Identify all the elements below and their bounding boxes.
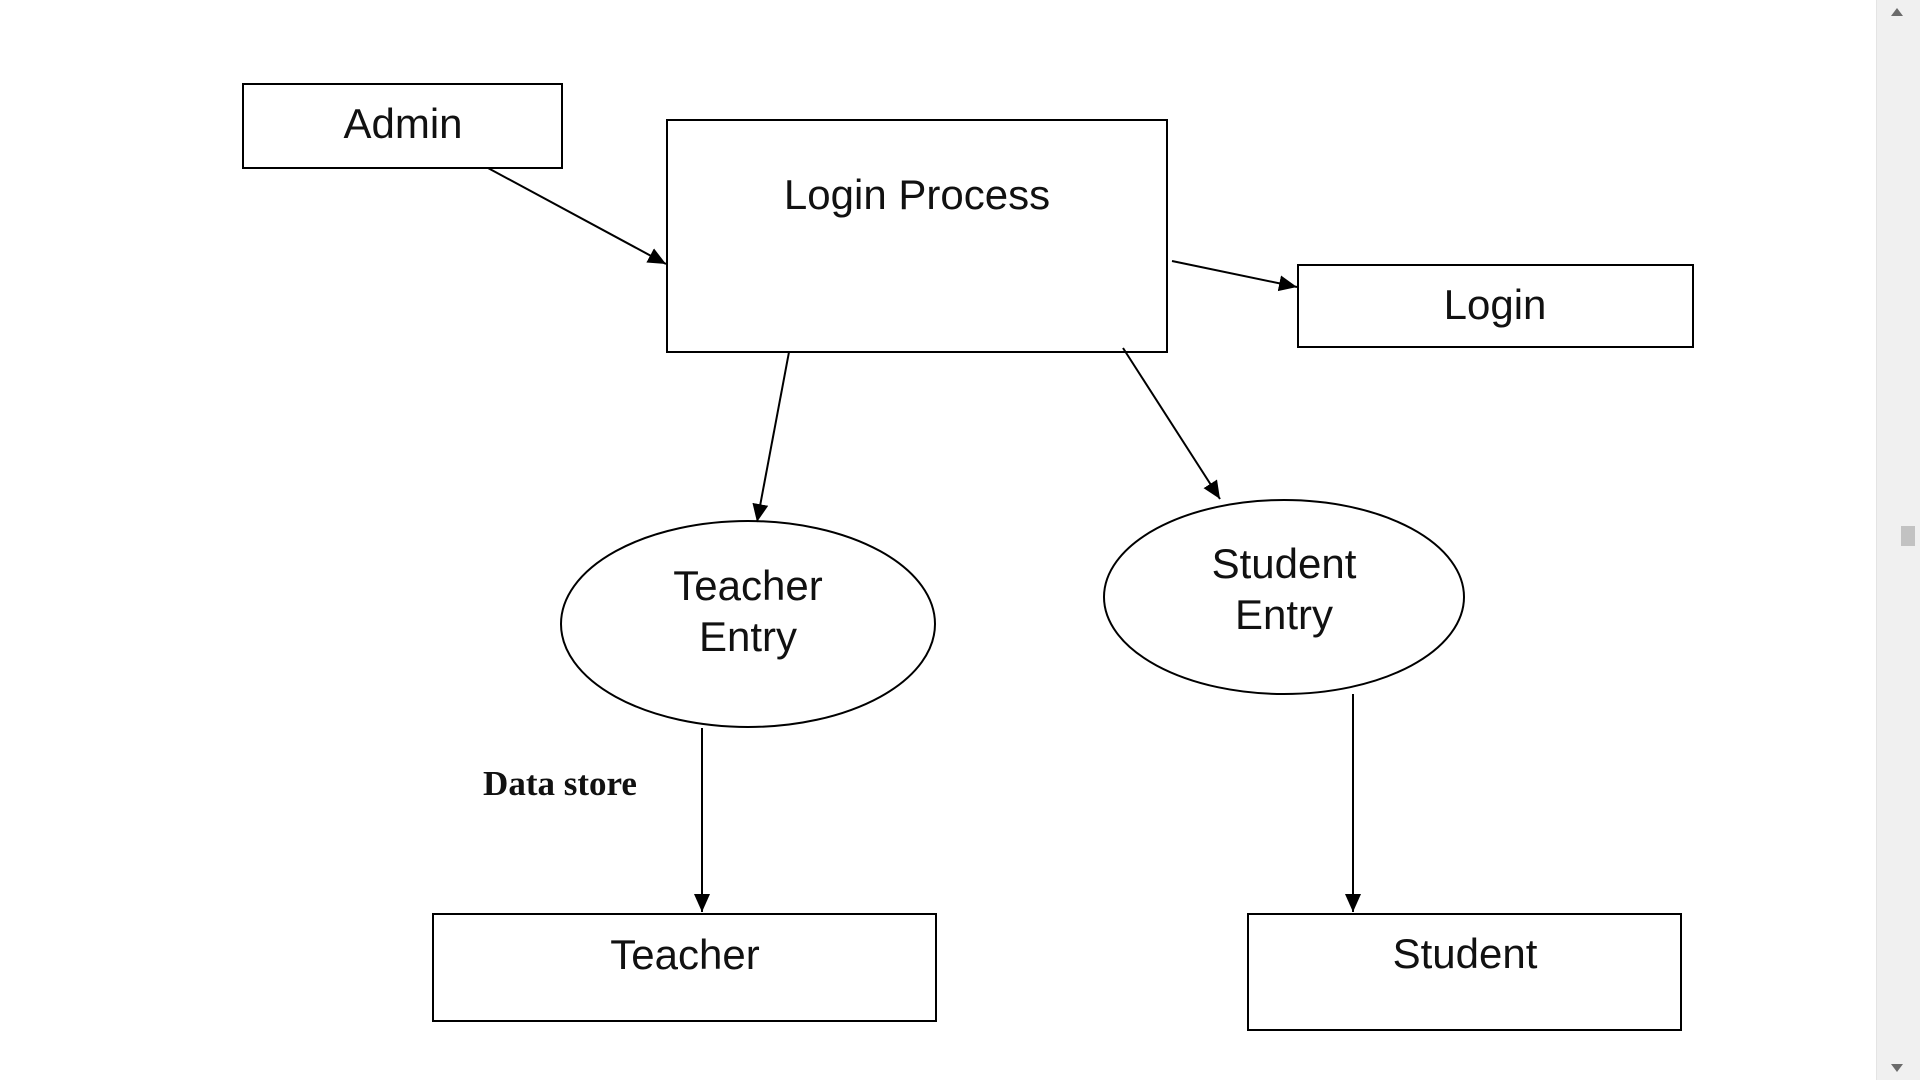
chevron-down-icon[interactable] [1891,1064,1903,1072]
chevron-up-icon[interactable] [1891,8,1903,16]
teacher-entry-ellipse [560,520,936,728]
arrow-login-process-to-login [1171,260,1298,292]
teacher-box [432,913,937,1022]
student-entry-label-line-1: Student [1211,540,1357,587]
data-store-annotation: Data store [483,764,637,803]
student-box [1247,913,1682,1031]
teacher-entry-label: Teacher Entry [673,560,822,662]
login-box [1297,264,1694,348]
student-label: Student [1392,929,1538,977]
login-process-box [666,119,1168,353]
arrow-admin-to-login-process [487,167,667,265]
arrow-login-process-to-teacher-entry [752,351,790,523]
login-label: Login [1443,280,1547,328]
student-entry-ellipse [1103,499,1465,695]
login-process-label: Login Process [783,170,1051,218]
vertical-scrollbar[interactable] [1876,0,1920,1080]
teacher-entry-label-line-1: Teacher [673,562,823,609]
diagram-svg [242,83,1694,1031]
student-entry-label: Student Entry [1212,538,1357,640]
student-entry-label-line-2: Entry [1234,591,1334,638]
admin-label: Admin [343,99,463,147]
teacher-label: Teacher [610,930,760,978]
diagram-canvas: Admin Login Process Login Teacher Entry … [242,83,1694,1031]
teacher-entry-label-line-2: Entry [698,613,798,660]
scrollbar-thumb[interactable] [1901,526,1915,546]
admin-box [242,83,563,169]
arrow-login-process-to-student-entry [1122,347,1221,500]
